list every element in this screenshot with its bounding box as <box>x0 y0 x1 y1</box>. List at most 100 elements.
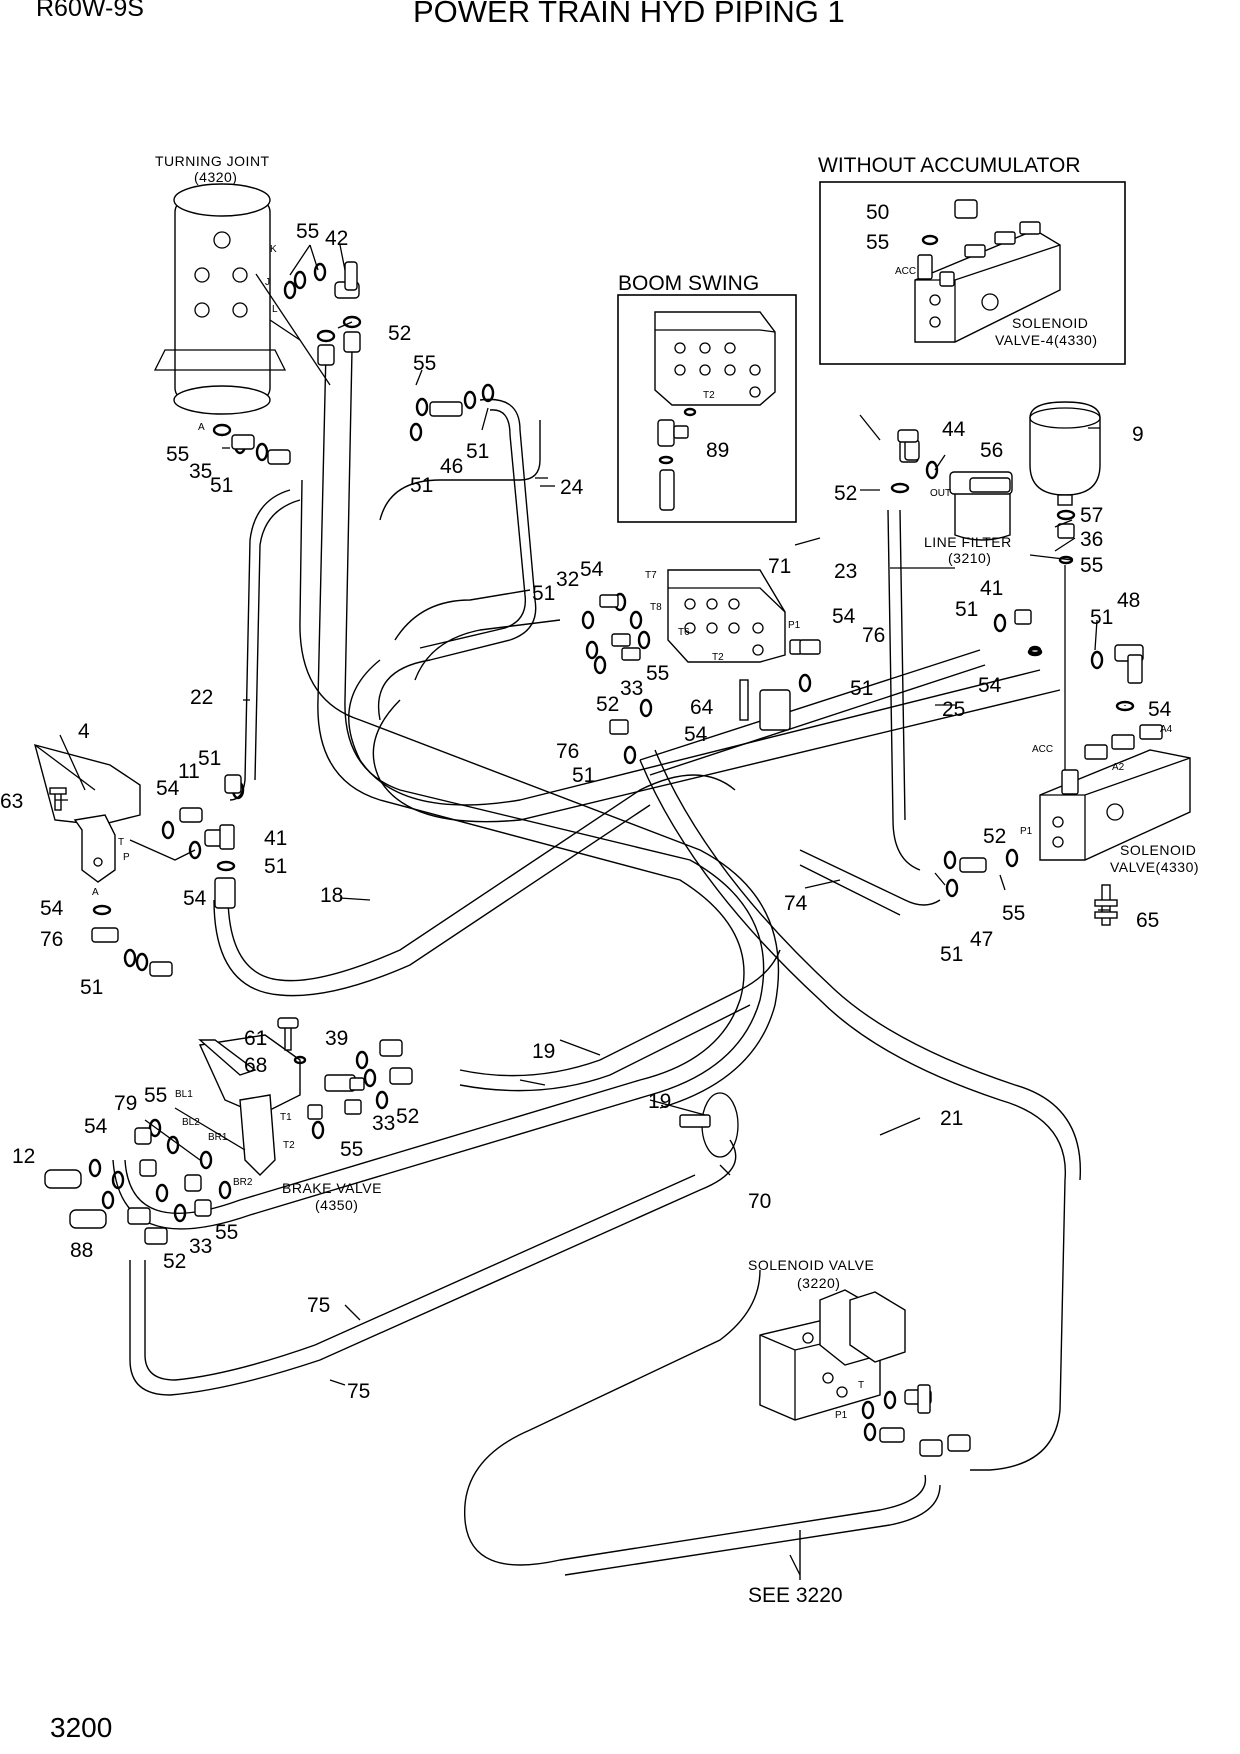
label-33: 33 <box>372 1112 395 1135</box>
hose-18 <box>213 774 736 997</box>
sv4-port-acc: ACC <box>895 266 916 277</box>
brake-valve-caption-2: (4350) <box>315 1197 358 1213</box>
hose-75 <box>129 1139 737 1396</box>
label-52: 52 <box>396 1105 419 1128</box>
pedal-port-a: A <box>92 887 99 898</box>
label-36: 36 <box>1080 528 1103 551</box>
hose-19-pair <box>459 949 781 1092</box>
tj-port-j: J <box>265 277 270 288</box>
b71-port-p1: P1 <box>788 620 801 631</box>
label-51: 51 <box>940 943 963 966</box>
turning-joint-caption-1: TURNING JOINT <box>155 153 270 169</box>
label-56: 56 <box>980 439 1003 462</box>
label-89: 89 <box>706 439 729 462</box>
label-32: 32 <box>556 568 579 591</box>
b71-port-t7: T7 <box>645 570 657 581</box>
label-51: 51 <box>80 976 103 999</box>
label-9: 9 <box>1132 423 1144 446</box>
turning-joint-caption-2: (4320) <box>194 169 237 185</box>
label-54: 54 <box>84 1115 108 1138</box>
label-50: 50 <box>866 201 889 224</box>
block-71-fittings <box>581 592 821 765</box>
label-51: 51 <box>410 474 433 497</box>
brake-port-br2: BR2 <box>233 1177 253 1188</box>
label-41: 41 <box>264 827 287 850</box>
label-52: 52 <box>983 825 1006 848</box>
tj-port-l: L <box>272 304 278 315</box>
brake-fittings <box>44 1107 246 1245</box>
label-75: 75 <box>347 1380 370 1403</box>
label-42: 42 <box>325 227 348 250</box>
sv4330-port-a4: A4 <box>1160 724 1173 735</box>
leader-lines <box>55 244 1126 1576</box>
label-79: 79 <box>114 1092 137 1115</box>
page-number: 3200 <box>50 1712 113 1743</box>
hose-74 <box>799 849 941 916</box>
pedal-assembly: T P A <box>34 744 141 898</box>
page-title: POWER TRAIN HYD PIPING 1 <box>413 0 845 29</box>
label-54: 54 <box>156 777 180 800</box>
label-12: 12 <box>12 1145 35 1168</box>
label-51: 51 <box>466 440 489 463</box>
sv3220-port-p1: P1 <box>835 1410 848 1421</box>
label-19: 19 <box>532 1040 555 1063</box>
label-33: 33 <box>189 1235 212 1258</box>
tj-fittings <box>212 261 495 465</box>
label-70: 70 <box>748 1190 771 1213</box>
label-54: 54 <box>183 887 207 910</box>
pedal-fittings <box>91 774 245 977</box>
label-61: 61 <box>244 1027 267 1050</box>
sv4330-fittings <box>890 429 1144 926</box>
label-74: 74 <box>784 892 808 915</box>
label-54: 54 <box>978 674 1002 697</box>
label-52: 52 <box>834 482 857 505</box>
label-52: 52 <box>163 1250 186 1273</box>
label-51: 51 <box>532 582 555 605</box>
label-33: 33 <box>620 677 643 700</box>
label-55: 55 <box>144 1084 167 1107</box>
brake-valve: BL1 BL2 BR1 BR2 T1 T2 <box>175 1017 413 1188</box>
label-54: 54 <box>580 558 604 581</box>
sv4330-port-acc: ACC <box>1032 744 1053 755</box>
label-41: 41 <box>980 577 1003 600</box>
label-68: 68 <box>244 1054 267 1077</box>
model-code: R60W-9S <box>36 0 144 22</box>
tj-port-k: K <box>270 244 277 255</box>
line-filter-caption-2: (3210) <box>948 550 991 566</box>
brake-port-t1: T1 <box>280 1112 292 1123</box>
brake-port-br1: BR1 <box>208 1132 228 1143</box>
label-25: 25 <box>942 698 965 721</box>
sv3220-port-t: T <box>858 1380 864 1391</box>
label-52: 52 <box>388 322 411 345</box>
pedal-port-t: T <box>118 837 124 848</box>
label-18: 18 <box>320 884 343 907</box>
without-accumulator-box <box>819 181 1126 365</box>
line-filter-port-out: OUT <box>930 488 951 499</box>
pedal-port-p: P <box>123 852 130 863</box>
label-55: 55 <box>413 352 436 375</box>
label-54: 54 <box>40 897 64 920</box>
label-46: 46 <box>440 455 463 478</box>
label-55: 55 <box>296 220 319 243</box>
label-55: 55 <box>1080 554 1103 577</box>
label-22: 22 <box>190 686 213 709</box>
label-88: 88 <box>70 1239 93 1262</box>
label-4: 4 <box>78 720 90 743</box>
solenoid-valve-4330: ACC A4 A2 P1 <box>1020 724 1191 861</box>
sv4330-port-p1: P1 <box>1020 826 1033 837</box>
label-11: 11 <box>178 760 200 783</box>
turning-joint: K J L A <box>153 183 287 433</box>
label-44: 44 <box>942 418 966 441</box>
hose-22 <box>229 489 301 801</box>
hose-21 <box>639 749 1082 1471</box>
block-71: T7 T8 T6 T2 P1 <box>645 569 801 663</box>
label-51: 51 <box>955 598 978 621</box>
sv3220-caption-1: SOLENOID VALVE <box>748 1257 874 1273</box>
label-51: 51 <box>572 764 595 787</box>
label-51: 51 <box>850 677 873 700</box>
boom-swing-title: BOOM SWING <box>618 272 759 295</box>
label-76: 76 <box>862 624 885 647</box>
label-71: 71 <box>768 555 791 578</box>
label-52: 52 <box>596 693 619 716</box>
